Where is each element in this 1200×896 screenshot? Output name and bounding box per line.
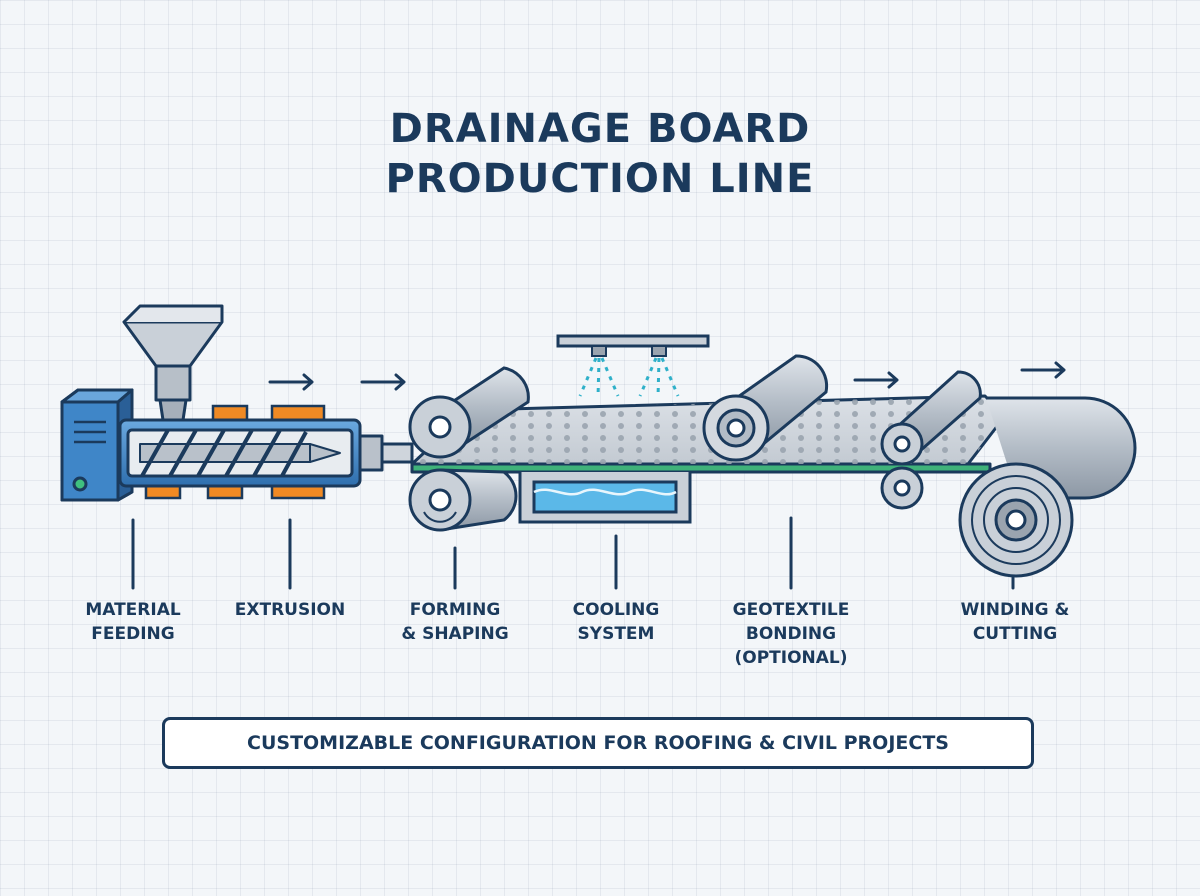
flow-arrow-icon [853,371,899,389]
page-title: DRAINAGE BOARD PRODUCTION LINE [0,104,1200,204]
hopper-icon [122,304,224,422]
stage-label-line: BONDING [745,624,837,644]
stage-label-line: COOLING [572,600,660,620]
stage-label-material-feeding: MATERIAL FEEDING [63,598,203,646]
stage-label-forming-shaping: FORMING & SHAPING [382,598,528,646]
flow-arrow-icon [268,373,314,391]
stage-label-line: FORMING [409,600,501,620]
title-line-1: DRAINAGE BOARD [389,106,811,152]
forming-roller-icon [408,366,530,459]
flow-arrow-icon [360,373,406,391]
flow-arrow-icon [1020,361,1066,379]
configuration-banner: CUSTOMIZABLE CONFIGURATION FOR ROOFING &… [162,717,1034,769]
spray-nozzle-icon [556,334,710,399]
stage-label-line: WINDING & [960,600,1070,620]
stage-label-extrusion: EXTRUSION [220,598,360,622]
stage-label-line: FEEDING [91,624,175,644]
stage-label-line: SYSTEM [577,624,655,644]
stage-label-line: EXTRUSION [234,600,346,620]
stage-label-winding-cutting: WINDING & CUTTING [940,598,1090,646]
stage-label-line: CUTTING [972,624,1058,644]
winding-roll-icon [958,396,1137,578]
forming-roller-icon [408,468,518,532]
stage-label-geotextile-bonding: GEOTEXTILE BONDING (OPTIONAL) [716,598,866,670]
stage-label-cooling-system: COOLING SYSTEM [546,598,686,646]
stage-label-line: GEOTEXTILE [732,600,850,620]
control-panel-icon [60,388,134,502]
guide-roller-icon [880,466,924,510]
stage-label-line: (OPTIONAL) [734,648,848,668]
cooling-tank-icon [518,472,692,524]
stage-label-line: & SHAPING [401,624,509,644]
stage-label-line: MATERIAL [85,600,181,620]
leader-lines [131,516,1015,590]
screw-barrel-icon [118,418,414,488]
guide-roller-icon [880,370,982,466]
title-line-2: PRODUCTION LINE [385,156,815,202]
geotextile-roll-icon [702,354,829,462]
